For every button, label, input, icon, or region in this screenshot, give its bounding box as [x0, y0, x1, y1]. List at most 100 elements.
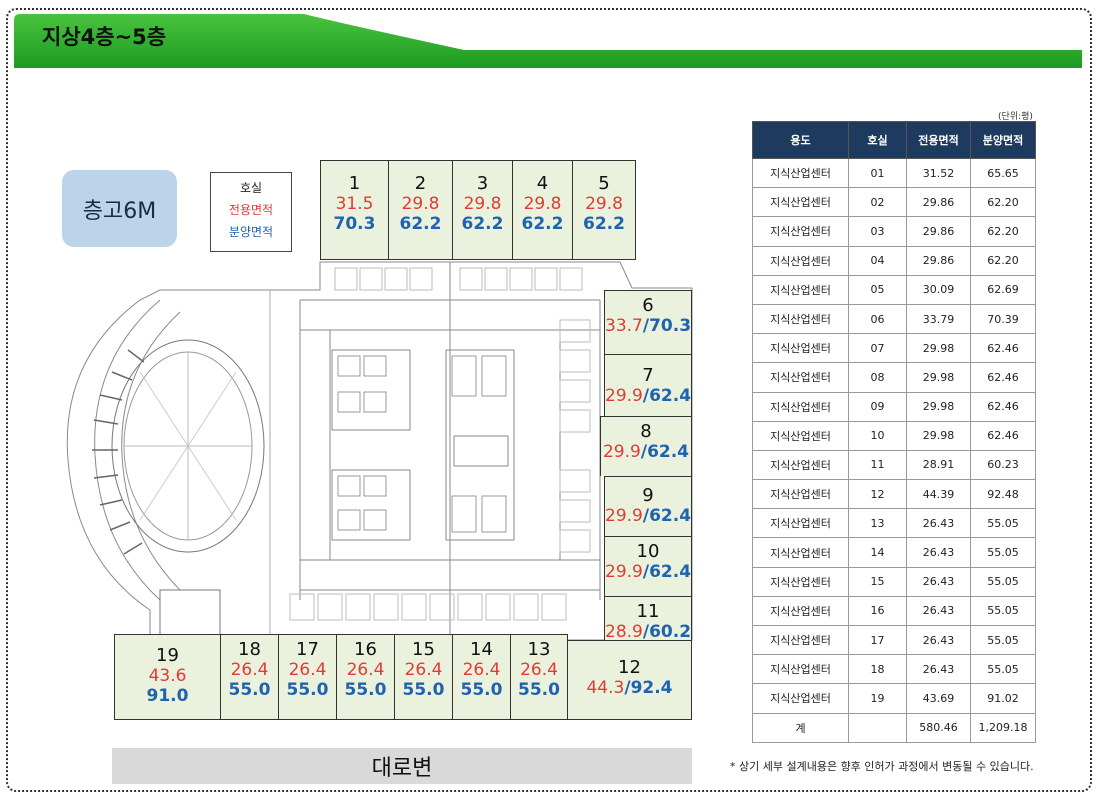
unit-sale-area: 62.2: [399, 214, 442, 234]
unit-sale-area: 91.0: [146, 686, 189, 706]
column-header: 호실: [848, 121, 907, 159]
table-cell: 55.05: [970, 595, 1036, 627]
table-cell: 지식산업센터: [752, 245, 849, 276]
unit-exclusive-area: 29.9: [602, 442, 641, 462]
table-cell: 19: [848, 683, 907, 714]
unit-sale-area: 62.4: [647, 442, 690, 462]
legend-unit: 호실: [239, 181, 263, 195]
unit-sale-area: 70.3: [649, 316, 692, 336]
unit-sale-area: 62.4: [649, 562, 692, 582]
table-cell: 18: [848, 654, 907, 685]
table-cell: 62.46: [970, 333, 1036, 364]
table-cell: 26.43: [906, 654, 971, 685]
table-cell: 62.69: [970, 274, 1036, 305]
table-cell: 29.98: [906, 420, 971, 451]
table-cell: 지식산업센터: [752, 595, 849, 627]
table-cell: 26.43: [906, 537, 971, 568]
unit-exclusive-area: 29.9: [605, 562, 643, 582]
unit-sale-area: 60.2: [649, 622, 692, 642]
table-cell: 29.98: [906, 333, 971, 364]
table-header-row: 용도 호실 전용면적 분양면적: [752, 121, 1036, 159]
unit-5: 5 29.8 62.2: [572, 160, 636, 260]
unit-number: 5: [598, 173, 610, 194]
unit-exclusive-area: 29.8: [523, 194, 562, 214]
unit-exclusive-area: 43.6: [148, 666, 187, 686]
unit-exclusive-area: 26.4: [462, 660, 501, 680]
table-cell: 지식산업센터: [752, 566, 849, 597]
unit-2: 2 29.8 62.2: [388, 160, 452, 260]
table-cell: 55.05: [970, 537, 1036, 568]
unit-number: 13: [527, 639, 551, 660]
page-title: 지상4층~5층: [42, 25, 167, 49]
table-cell: 43.69: [906, 683, 971, 714]
unit-8: 8 29.9/62.4: [600, 416, 692, 476]
table-cell: 지식산업센터: [752, 303, 849, 335]
table-cell: 15: [848, 566, 907, 597]
table-cell: 12: [848, 479, 907, 510]
table-cell: 14: [848, 537, 907, 568]
table-cell: 29.98: [906, 362, 971, 393]
table-cell: 62.46: [970, 362, 1036, 393]
unit-sale-area: 55.0: [402, 680, 445, 700]
footnote: * 상기 세부 설계내용은 향후 인허가 과정에서 변동될 수 있습니다.: [730, 760, 1034, 773]
unit-sale-area: 70.3: [333, 214, 376, 234]
table-cell: 09: [848, 391, 907, 422]
table-cell: 62.46: [970, 420, 1036, 451]
table-cell: 55.05: [970, 566, 1036, 597]
table-cell: 55.05: [970, 654, 1036, 685]
unit-exclusive-area: 26.4: [520, 660, 558, 680]
table-cell: 62.20: [970, 187, 1036, 218]
unit-number: 1: [348, 173, 361, 194]
table-cell: 03: [848, 216, 907, 247]
unit-9: 9 29.9/62.4: [604, 476, 692, 536]
table-cell: 17: [848, 624, 907, 656]
unit-14: 14 26.4 55.0: [452, 634, 510, 720]
unit-note: (단위:평): [998, 112, 1033, 122]
unit-6: 6 33.7/70.3: [604, 290, 692, 354]
road-label: 대로변: [112, 748, 692, 784]
table-cell: 16: [848, 595, 907, 627]
column-header: 전용면적: [906, 121, 971, 159]
table-cell: 65.65: [970, 157, 1036, 189]
unit-3: 3 29.8 62.2: [452, 160, 512, 260]
table-cell: 지식산업센터: [752, 683, 849, 714]
unit-sale-area: 62.2: [461, 214, 504, 234]
unit-19: 19 43.6 91.0: [114, 634, 220, 720]
table-cell: 02: [848, 187, 907, 218]
unit-sale-area: 55.0: [460, 680, 503, 700]
unit-number: 4: [536, 173, 549, 194]
table-cell: 지식산업센터: [752, 362, 849, 393]
unit-number: 12: [618, 657, 641, 678]
unit-sale-area: 55.0: [344, 680, 387, 700]
table-cell: 13: [848, 508, 907, 539]
table-cell: 30.09: [906, 274, 971, 305]
table-cell: 31.52: [906, 157, 971, 189]
table-cell: 지식산업센터: [752, 391, 849, 422]
unit-15: 15 26.4 55.0: [394, 634, 452, 720]
table-cell: 33.79: [906, 303, 971, 335]
unit-number: 14: [470, 639, 493, 660]
unit-number: 10: [636, 541, 660, 562]
table-cell: 91.02: [970, 683, 1036, 714]
table-cell: 44.39: [906, 479, 971, 510]
unit-number: 15: [412, 639, 435, 660]
table-cell: 지식산업센터: [752, 654, 849, 685]
unit-sale-area: 55.0: [228, 680, 271, 700]
unit-number: 11: [636, 601, 660, 622]
table-cell: 06: [848, 303, 907, 335]
unit-sale-area: 55.0: [286, 680, 329, 700]
unit-exclusive-area: 26.4: [346, 660, 385, 680]
unit-number: 19: [156, 645, 179, 666]
unit-exclusive-area: 26.4: [404, 660, 443, 680]
table-cell: 26.43: [906, 624, 971, 656]
ceiling-height-badge: 층고6M: [62, 170, 177, 247]
